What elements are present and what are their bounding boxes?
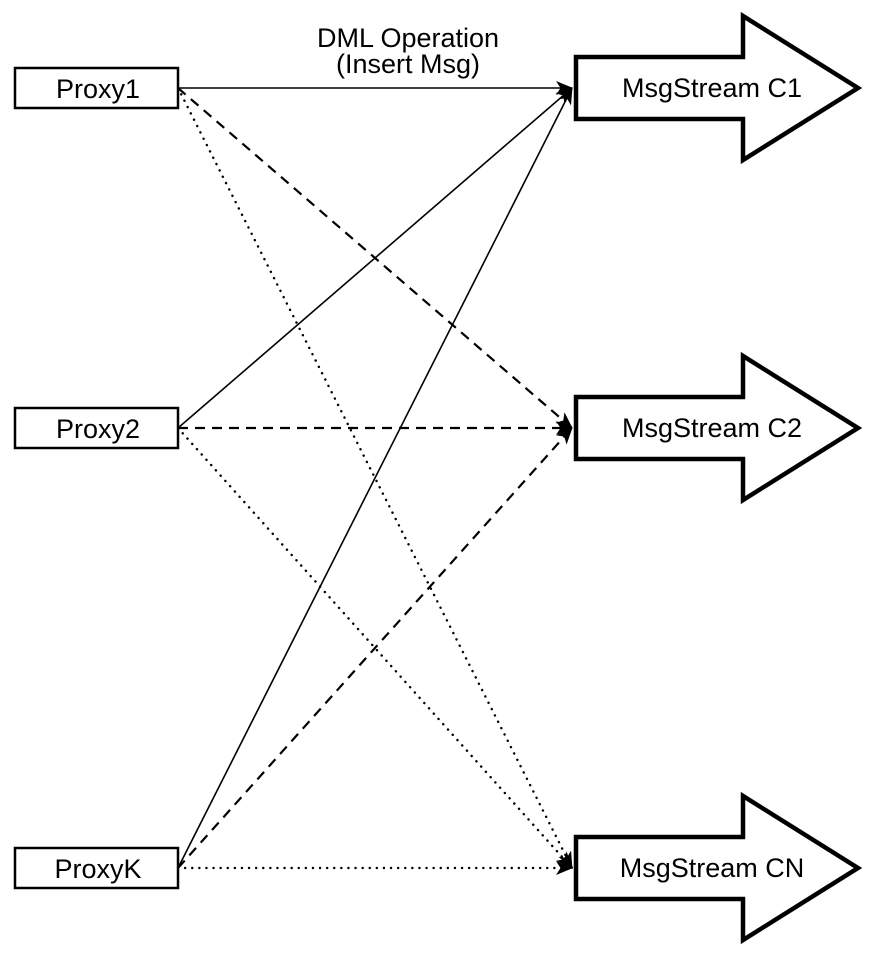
proxyk-box <box>13 846 180 890</box>
proxyk-label: ProxyK <box>54 854 141 884</box>
msgstream-c2-node: MsgStream C2 <box>573 351 863 505</box>
proxy2-node: Proxy2 <box>13 406 180 450</box>
edge-lines-group <box>176 81 574 875</box>
proxyk-node: ProxyK <box>13 846 180 890</box>
edge-proxyk-c2-dashed <box>177 427 573 869</box>
msgstream-cn-arrow <box>573 791 863 945</box>
edge-proxyk-c1-solid <box>177 87 573 869</box>
msgstream-c1-arrow <box>573 11 863 165</box>
msgstream-cn-label: MsgStream CN <box>620 853 805 883</box>
proxy2-box <box>13 406 180 450</box>
proxy1-box <box>13 66 180 110</box>
dml-operation-label-line2: (Insert Msg) <box>336 49 480 79</box>
dml-operation-label-line1: DML Operation <box>317 23 499 53</box>
proxy1-node: Proxy1 <box>13 66 180 110</box>
msgstream-cn-node: MsgStream CN <box>573 791 863 945</box>
proxy1-label: Proxy1 <box>56 74 140 104</box>
msgstream-c1-label: MsgStream C1 <box>622 73 802 103</box>
msgstream-c1-node: MsgStream C1 <box>573 11 863 165</box>
msgstream-c2-arrow <box>573 351 863 505</box>
edge-proxy2-cn-dotted <box>176 426 574 870</box>
edge-proxy1-c2-dashed <box>177 87 573 429</box>
msgstream-c2-label: MsgStream C2 <box>622 413 802 443</box>
proxy2-label: Proxy2 <box>56 414 140 444</box>
